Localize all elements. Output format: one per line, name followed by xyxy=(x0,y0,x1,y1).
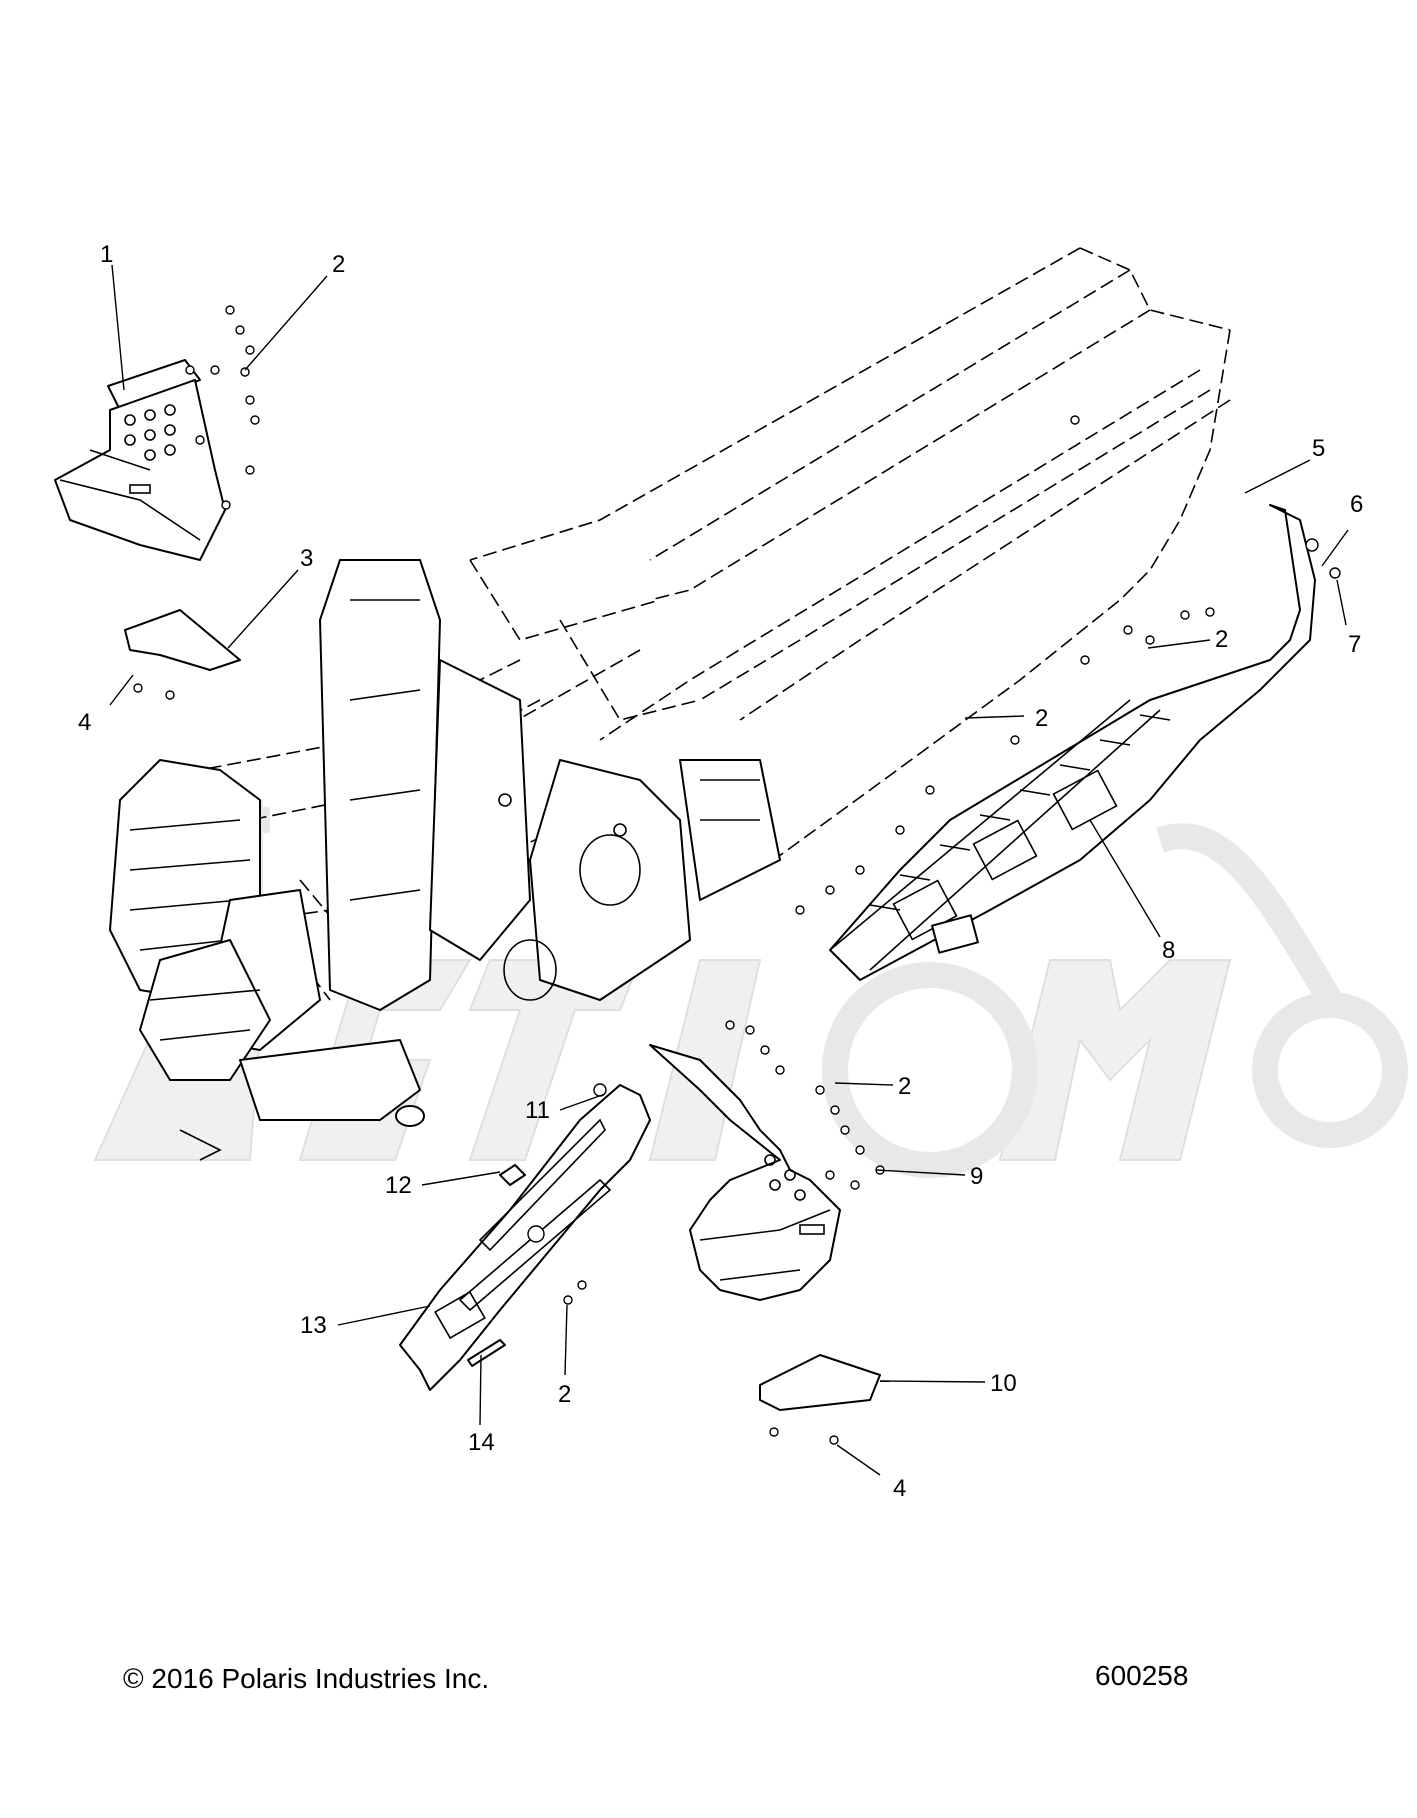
part-10-plate xyxy=(759,1354,881,1411)
part-13-side-panel xyxy=(399,1083,651,1391)
callout-2-right-upper: 2 xyxy=(1215,626,1228,653)
callout-3: 3 xyxy=(300,545,313,572)
copyright-text: © 2016 Polaris Industries Inc. xyxy=(123,1663,490,1694)
callout-2-right-mid: 2 xyxy=(1035,705,1048,732)
callout-8: 8 xyxy=(1162,937,1175,964)
part-9-rear-shield xyxy=(649,1044,841,1301)
callout-9: 9 xyxy=(970,1163,983,1190)
fasteners xyxy=(133,305,1215,1445)
callout-4-left: 4 xyxy=(78,709,91,736)
callout-1: 1 xyxy=(100,241,113,268)
callout-2-top: 2 xyxy=(332,251,345,278)
front-bulkhead xyxy=(109,559,781,1161)
callout-14: 14 xyxy=(468,1429,495,1456)
chassis-tunnel xyxy=(179,247,1231,1001)
callout-5: 5 xyxy=(1312,435,1325,462)
callout-2-center: 2 xyxy=(898,1073,911,1100)
callout-6: 6 xyxy=(1350,491,1363,518)
leader-lines xyxy=(109,264,1349,1476)
part-8-running-board xyxy=(829,504,1341,981)
part-3-plate xyxy=(124,609,241,671)
callout-11: 11 xyxy=(525,1097,550,1124)
callout-10: 10 xyxy=(990,1370,1017,1397)
part-1-front-shield xyxy=(54,359,226,561)
diagram-id: 600258 xyxy=(1095,1660,1189,1691)
callout-7: 7 xyxy=(1348,631,1361,658)
callout-4-lower: 4 xyxy=(893,1475,906,1502)
callout-12: 12 xyxy=(385,1172,412,1199)
watermark-logo xyxy=(93,800,1408,1178)
callout-13: 13 xyxy=(300,1312,327,1339)
callout-2-lower: 2 xyxy=(558,1381,571,1408)
callout-labels: 1 2 3 4 5 6 7 2 2 8 2 11 12 9 13 2 10 14… xyxy=(78,241,1363,1502)
